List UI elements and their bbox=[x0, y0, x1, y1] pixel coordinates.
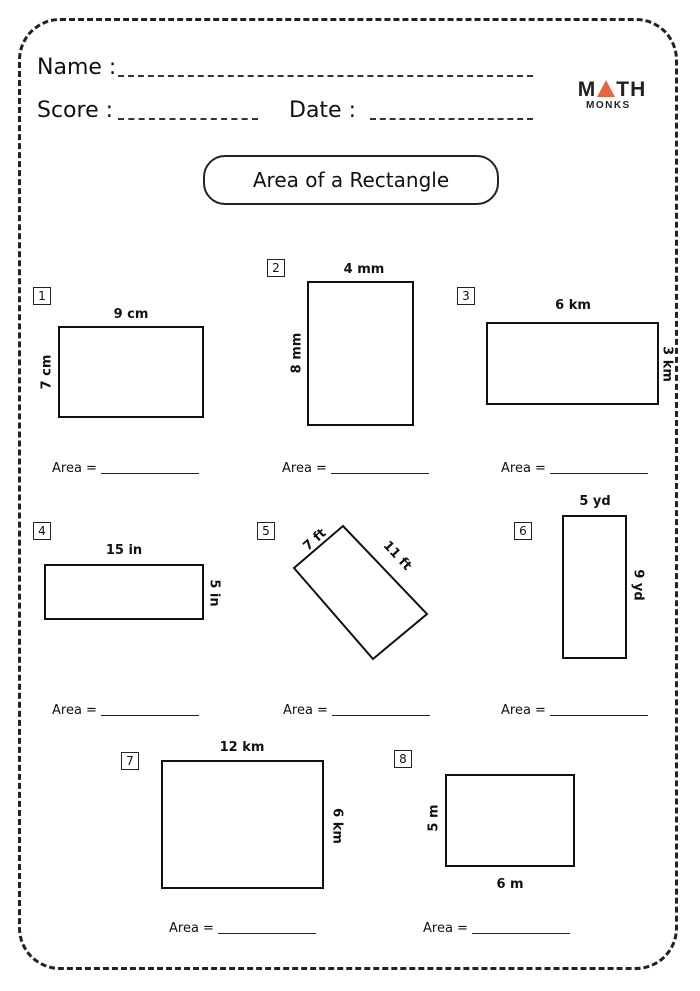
score-label: Score : bbox=[37, 98, 114, 123]
rectangle-shape bbox=[44, 564, 204, 620]
rectangle-shape bbox=[161, 760, 324, 889]
width-label: 9 cm bbox=[113, 307, 149, 322]
width-label: 12 km bbox=[219, 740, 265, 755]
height-label: 6 km bbox=[329, 808, 345, 844]
name-field[interactable] bbox=[118, 75, 533, 77]
rectangle-shape bbox=[445, 774, 575, 867]
worksheet-border bbox=[18, 18, 678, 970]
width-label: 6 m bbox=[496, 877, 524, 892]
width-label: 5 yd bbox=[579, 494, 611, 509]
problem-number: 6 bbox=[514, 522, 532, 540]
problem-number: 4 bbox=[33, 522, 51, 540]
area-answer[interactable]: Area = bbox=[169, 921, 316, 936]
width-label: 4 mm bbox=[343, 262, 385, 277]
problem-number: 3 bbox=[457, 287, 475, 305]
height-label: 9 yd bbox=[630, 569, 646, 601]
area-answer[interactable]: Area = bbox=[52, 703, 199, 718]
problem-number: 8 bbox=[394, 750, 412, 768]
height-label: 5 m bbox=[426, 804, 442, 832]
name-label: Name : bbox=[37, 55, 117, 80]
rectangle-shape bbox=[562, 515, 627, 659]
rectangle-shape bbox=[486, 322, 659, 405]
problem-number: 1 bbox=[33, 287, 51, 305]
rectangle-shape bbox=[58, 326, 204, 418]
area-answer[interactable]: Area = bbox=[501, 703, 648, 718]
date-field[interactable] bbox=[370, 118, 533, 120]
worksheet-title: Area of a Rectangle bbox=[203, 155, 499, 205]
area-answer[interactable]: Area = bbox=[282, 461, 429, 476]
score-field[interactable] bbox=[118, 118, 258, 120]
area-answer[interactable]: Area = bbox=[501, 461, 648, 476]
problem-number: 2 bbox=[267, 259, 285, 277]
rectangle-shape bbox=[307, 281, 414, 426]
problem-number: 7 bbox=[121, 752, 139, 770]
date-label: Date : bbox=[289, 98, 356, 123]
problem-number: 5 bbox=[257, 522, 275, 540]
area-answer[interactable]: Area = bbox=[283, 703, 430, 718]
width-label: 6 km bbox=[555, 298, 591, 313]
area-answer[interactable]: Area = bbox=[423, 921, 570, 936]
area-answer[interactable]: Area = bbox=[52, 461, 199, 476]
triangle-logo-icon bbox=[597, 80, 616, 97]
width-label: 15 in bbox=[105, 543, 143, 558]
